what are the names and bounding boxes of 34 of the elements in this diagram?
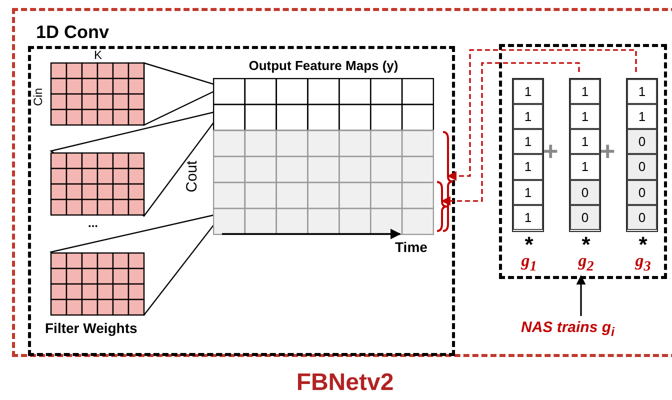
connector-arrow: [447, 49, 637, 181]
plus-sign: +: [600, 136, 616, 167]
vector-entry: 1: [513, 154, 543, 180]
vector-entry: 1: [627, 104, 657, 130]
axis-label: Filter Weights: [45, 320, 138, 336]
vector-entry: 1: [513, 104, 543, 130]
grid-title: Output Feature Maps (y): [248, 58, 400, 73]
vector-entry: 1: [570, 104, 600, 130]
connector-arrow: [441, 62, 580, 206]
annotation-text: NAS trains g$_{i}$: [521, 319, 614, 339]
vector-entry: 0: [627, 204, 657, 230]
vector-entry: 1: [513, 79, 543, 104]
group-title: 1D Conv: [36, 22, 110, 43]
vector-entry: 1: [570, 79, 600, 104]
axis-label: Cout: [183, 160, 200, 192]
vector-entry: 1: [513, 129, 543, 154]
vector-entry: 1: [570, 129, 600, 154]
axis-label: K: [94, 48, 102, 62]
vector-entry: 1: [570, 154, 600, 180]
group-title: FBNetv2: [295, 369, 395, 397]
vector-entry: 0: [570, 180, 600, 205]
vector-entry: 0: [627, 129, 657, 154]
vector-entry: 0: [627, 154, 657, 180]
plus-sign: +: [543, 136, 558, 167]
vector-entry: 0: [570, 204, 600, 230]
axis-label: Cin: [31, 88, 45, 106]
axis-label: Time: [395, 239, 428, 255]
ellipsis-mark: ...: [88, 216, 98, 230]
vector-entry: 1: [513, 204, 543, 230]
dashed-group-box: [499, 44, 667, 279]
vector-entry: 0: [627, 180, 657, 205]
vector-entry: 1: [627, 79, 657, 104]
vector-entry: 1: [513, 180, 543, 205]
connector-arrow: [576, 275, 586, 316]
